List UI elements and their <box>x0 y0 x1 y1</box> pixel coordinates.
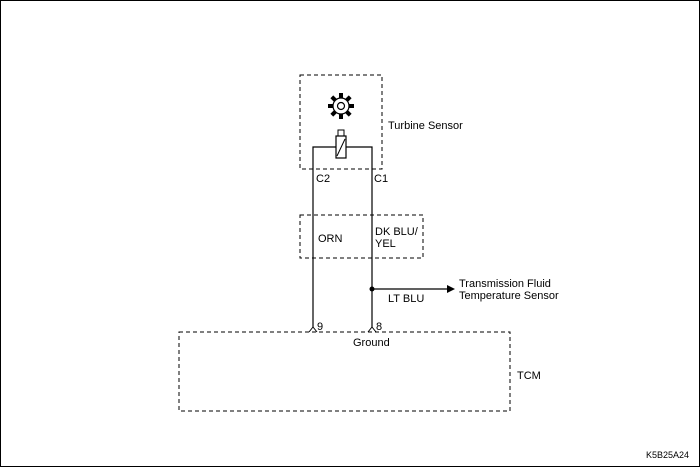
pin-chevron-8 <box>367 326 377 333</box>
turbine-sensor-label: Turbine Sensor <box>388 120 463 132</box>
tft-sensor-label-line1: Transmission Fluid <box>459 278 551 290</box>
gear-icon <box>328 93 354 119</box>
tcm-box <box>178 331 511 412</box>
ground-label: Ground <box>353 337 390 349</box>
wire-label-orn: ORN <box>318 233 343 245</box>
pin-chevron-9 <box>308 326 318 333</box>
wire-label-yel: YEL <box>375 238 396 250</box>
wire-label-lt-blu: LT BLU <box>388 293 425 305</box>
sensor-lead-left <box>312 146 336 169</box>
sensor-tip <box>337 129 345 137</box>
pin-label-8: 8 <box>376 321 383 333</box>
pin-label-9: 9 <box>317 321 324 333</box>
figure-code: K5B25A24 <box>646 450 690 460</box>
sensor-coil-icon <box>335 135 347 159</box>
wire-label-dk-blu: DK BLU/ <box>375 226 418 238</box>
pin-label-c2: C2 <box>316 173 331 185</box>
turbine-sensor-box <box>299 74 383 170</box>
sensor-lead-right <box>346 146 373 169</box>
tft-sensor-label-line2: Temperature Sensor <box>459 290 559 302</box>
tcm-label: TCM <box>517 370 541 382</box>
connector-box <box>299 214 424 259</box>
arrow-head-icon <box>447 285 455 293</box>
pin-label-c1: C1 <box>374 173 389 185</box>
